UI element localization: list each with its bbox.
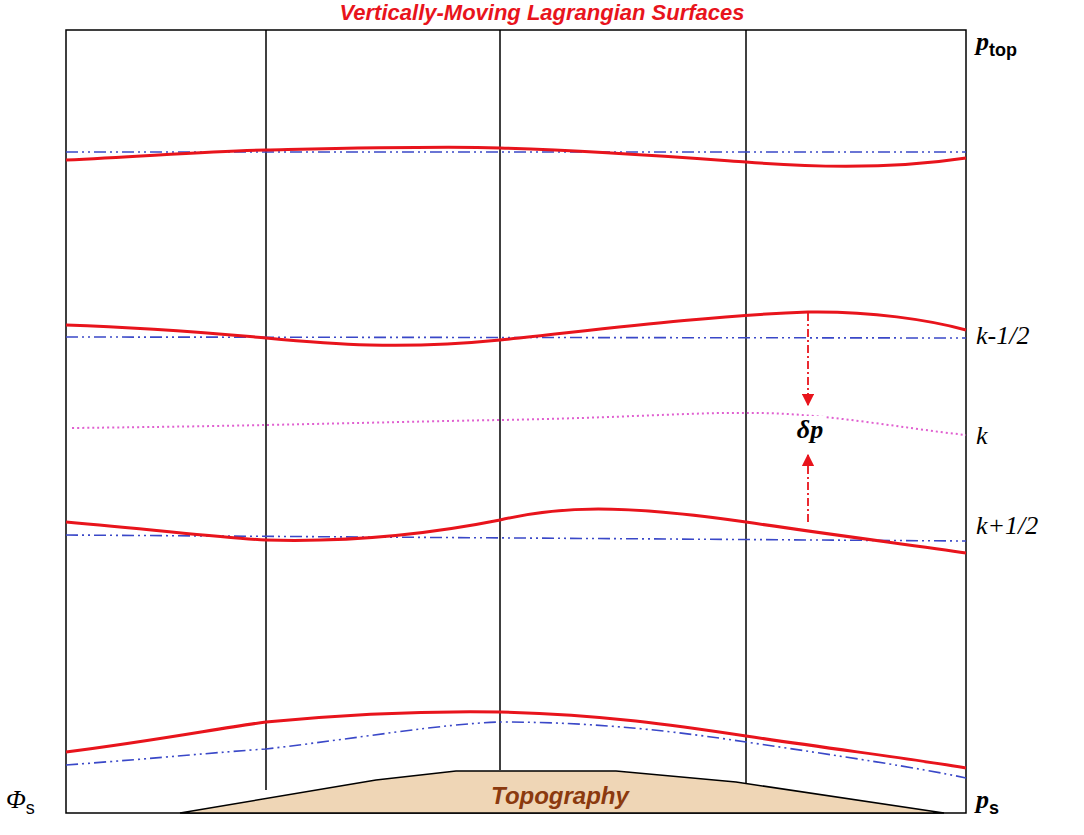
topography-shape: Topography (176, 768, 948, 814)
level-label: ptop (976, 28, 1017, 61)
level-label: k-1/2 (976, 322, 1029, 351)
surface-label: Φs (6, 786, 35, 819)
node-label: Topography (491, 782, 629, 810)
level-label: ps (976, 786, 999, 819)
reference-surfaces (66, 152, 966, 778)
frame (66, 30, 966, 813)
column-lines (266, 30, 746, 790)
level-label: k+1/2 (976, 512, 1038, 541)
lagrangian-surfaces (66, 147, 966, 768)
mid-layer-line (72, 413, 966, 435)
level-label: k (976, 422, 988, 451)
topography-fill (180, 771, 944, 813)
thickness-label: δp (795, 416, 825, 445)
diagram-title: Vertically-Moving Lagrangian Surfaces (0, 0, 1084, 26)
